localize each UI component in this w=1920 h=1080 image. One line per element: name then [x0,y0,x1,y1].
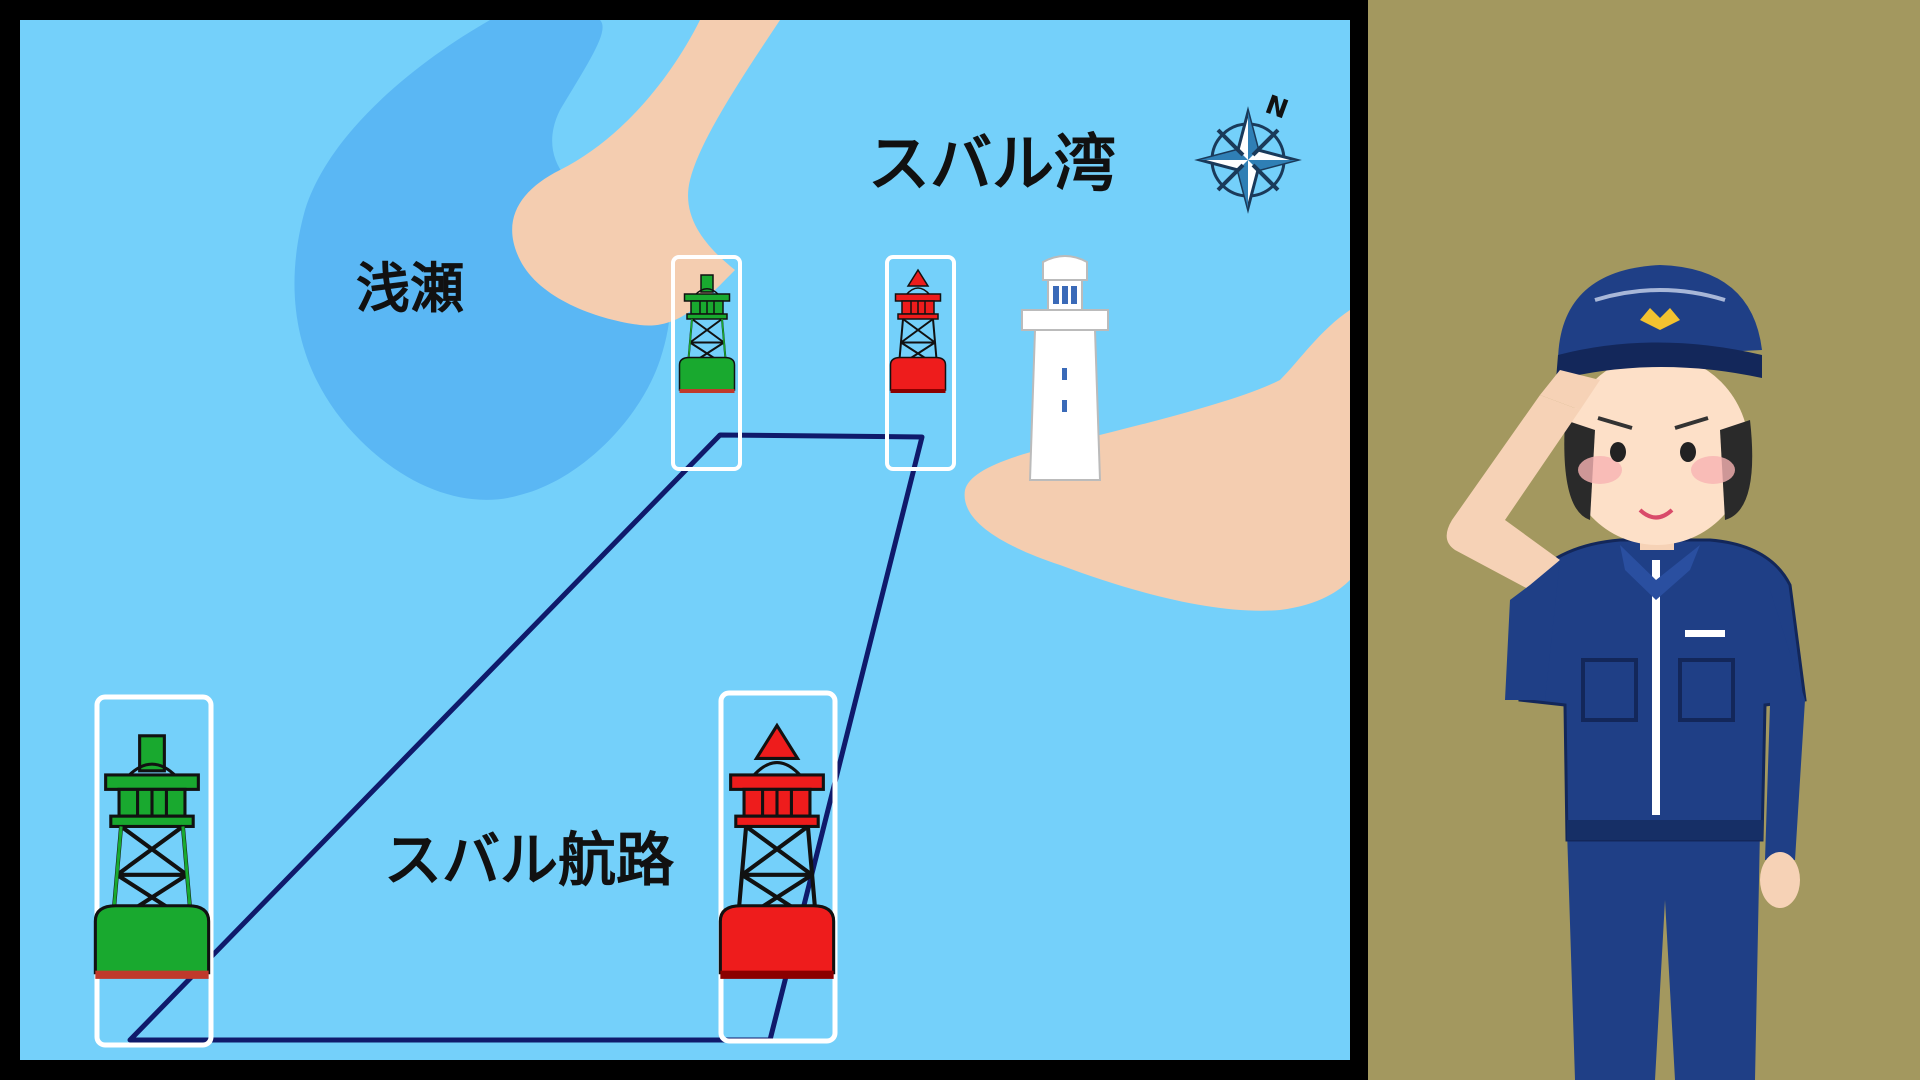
buoy-highlight-frame-far-starboard [885,255,956,471]
map-panel: N スバル湾 浅瀬 スバル航路 [20,20,1350,1060]
shoal-area [294,20,671,500]
buoy-highlight-frame-far-port [671,255,742,471]
lighthouse-icon [1021,255,1109,481]
compass-rose-icon [1194,106,1302,214]
bay-label: スバル湾 [868,127,1116,200]
land-north [512,20,780,326]
buoy-highlight-frame-near-starboard [718,690,838,1044]
shoal-label: 浅瀬 [356,257,464,320]
buoy-highlight-frame-near-port [94,694,214,1048]
land-east [964,310,1350,611]
side-panel [1368,0,1920,1080]
officer-character [1446,265,1807,1080]
channel-label: スバル航路 [384,826,675,894]
